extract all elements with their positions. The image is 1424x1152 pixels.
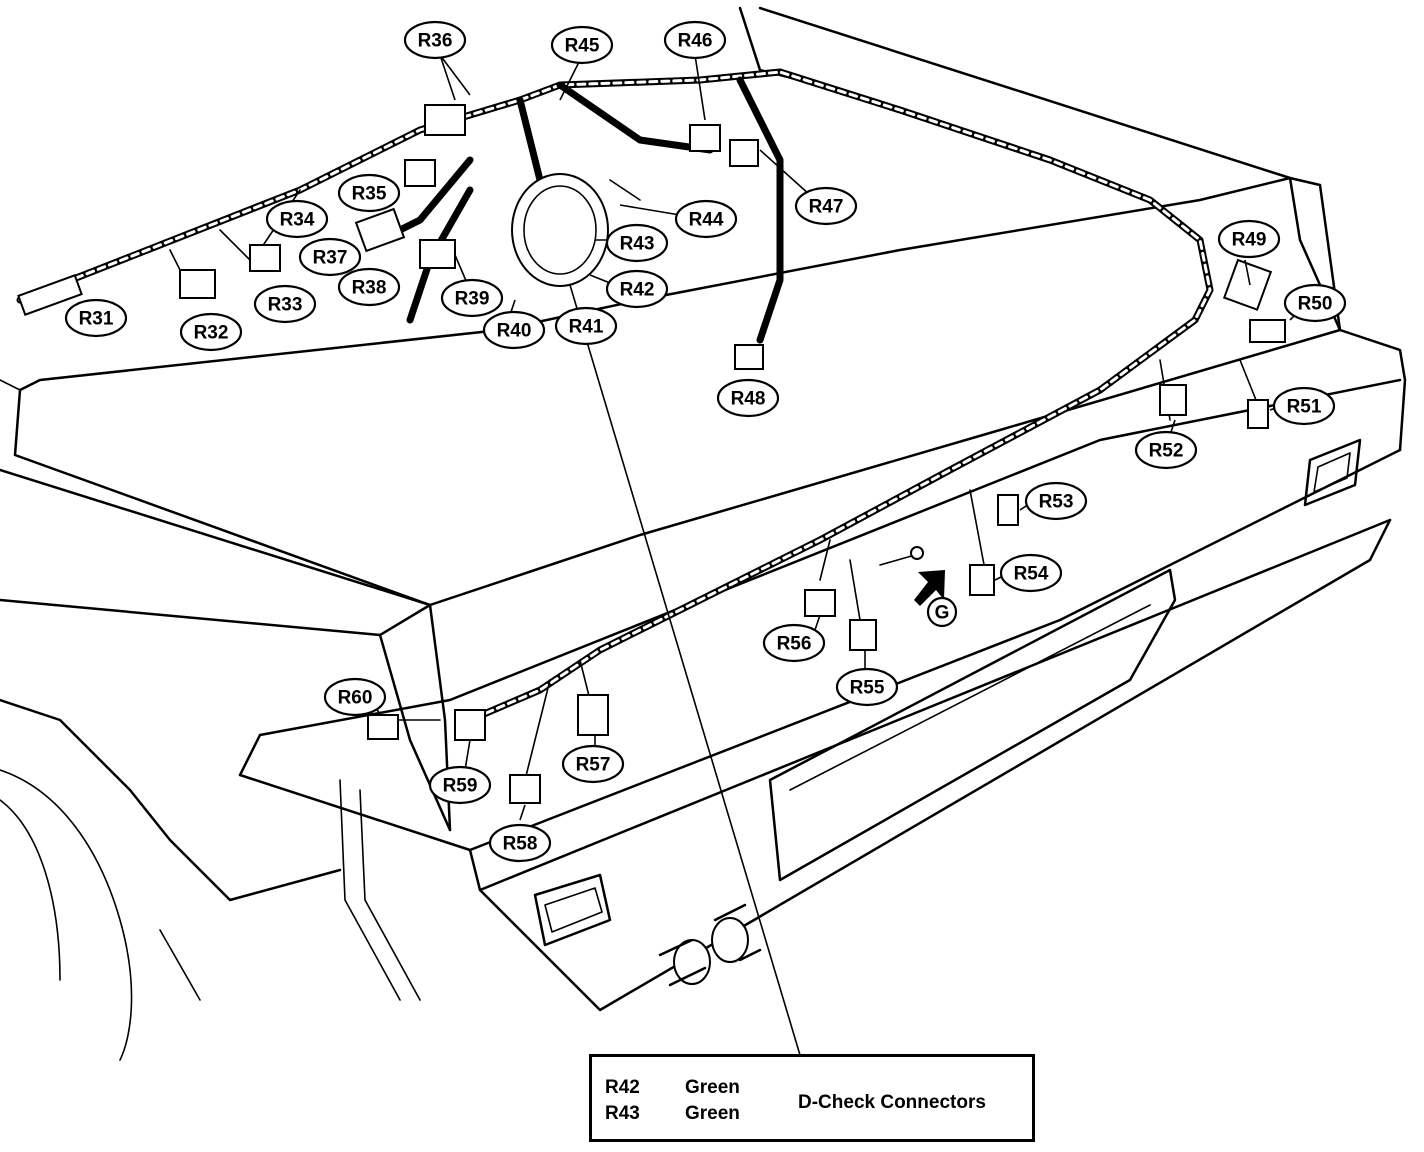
legend-row-2-color: Green — [685, 1103, 740, 1124]
callout-r35-text: R35 — [352, 184, 387, 205]
callout-r43: R43 — [605, 223, 669, 263]
callout-r59: R59 — [428, 765, 492, 805]
callout-r58-text: R58 — [503, 834, 538, 855]
callout-r55: R55 — [835, 667, 899, 707]
callout-r50: R50 — [1283, 283, 1347, 323]
callout-r50-text: R50 — [1298, 294, 1333, 315]
callout-r35: R35 — [337, 173, 401, 213]
callout-r32: R32 — [179, 312, 243, 352]
callout-r42-text: R42 — [620, 280, 655, 301]
callout-r51: R51 — [1272, 386, 1336, 426]
callout-r51-text: R51 — [1287, 397, 1322, 418]
callout-r36: R36 — [403, 20, 467, 60]
callout-r31: R31 — [64, 298, 128, 338]
callout-r37-text: R37 — [313, 248, 348, 269]
callout-r48-text: R48 — [731, 389, 766, 410]
callout-r55-text: R55 — [850, 678, 885, 699]
callout-r34: R34 — [265, 199, 329, 239]
callout-r49: R49 — [1217, 219, 1281, 259]
legend-row-2-connector: R43 — [605, 1103, 640, 1124]
callout-r56: R56 — [762, 623, 826, 663]
callout-r31-text: R31 — [79, 309, 114, 330]
callout-r49-text: R49 — [1232, 230, 1267, 251]
callout-r33: R33 — [253, 284, 317, 324]
callout-r56-text: R56 — [777, 634, 812, 655]
callout-r57: R57 — [561, 744, 625, 784]
legend-box: R42 Green R43 Green D-Check Connectors — [589, 1054, 1035, 1142]
callout-r46: R46 — [663, 20, 727, 60]
callout-r47: R47 — [794, 186, 858, 226]
callout-r32-text: R32 — [194, 323, 229, 344]
car-body-outline — [0, 6, 1407, 1061]
callout-r54: R54 — [999, 553, 1063, 593]
callout-r53: R53 — [1024, 481, 1088, 521]
callout-r39: R39 — [440, 278, 504, 318]
callout-r40: R40 — [482, 310, 546, 350]
callout-r39-text: R39 — [455, 289, 490, 310]
legend-row-1-connector: R42 — [605, 1077, 640, 1098]
callout-r58: R58 — [488, 823, 552, 863]
callout-r33-text: R33 — [268, 295, 303, 316]
callout-r52: R52 — [1134, 430, 1198, 470]
callout-r60: R60 — [323, 677, 387, 717]
ground-arrow-icon — [914, 570, 945, 606]
callout-r47-text: R47 — [809, 197, 844, 218]
callout-r52-text: R52 — [1149, 441, 1184, 462]
callout-r44-text: R44 — [689, 210, 724, 231]
exhaust-pipes — [658, 903, 762, 987]
callout-r37: R37 — [298, 237, 362, 277]
legend-row-1-color: Green — [685, 1077, 740, 1098]
callout-r54-text: R54 — [1014, 564, 1049, 585]
callout-r48: R48 — [716, 378, 780, 418]
wiring-harness — [16, 68, 1286, 804]
callout-r53-text: R53 — [1039, 492, 1074, 513]
callout-r40-text: R40 — [497, 321, 532, 342]
callout-r45: R45 — [550, 25, 614, 65]
callout-ground: G — [926, 596, 958, 628]
callout-r44: R44 — [674, 199, 738, 239]
callout-ground-text: G — [935, 603, 950, 624]
callout-r41-text: R41 — [569, 317, 604, 338]
callout-r57-text: R57 — [576, 755, 611, 776]
callout-r38-text: R38 — [352, 278, 387, 299]
callout-r46-text: R46 — [678, 31, 713, 52]
legend-description: D-Check Connectors — [798, 1092, 986, 1113]
callout-r60-text: R60 — [338, 688, 373, 709]
callout-labels: R31 R32 R33 R34 R35 R36 R37 R38 R39 R40 … — [64, 20, 1347, 863]
callout-r42: R42 — [605, 269, 669, 309]
callout-r41: R41 — [554, 306, 618, 346]
callout-r45-text: R45 — [565, 36, 600, 57]
callout-r34-text: R34 — [280, 210, 315, 231]
callout-r38: R38 — [337, 267, 401, 307]
callout-r43-text: R43 — [620, 234, 655, 255]
callout-r59-text: R59 — [443, 776, 478, 797]
callout-r36-text: R36 — [418, 31, 453, 52]
